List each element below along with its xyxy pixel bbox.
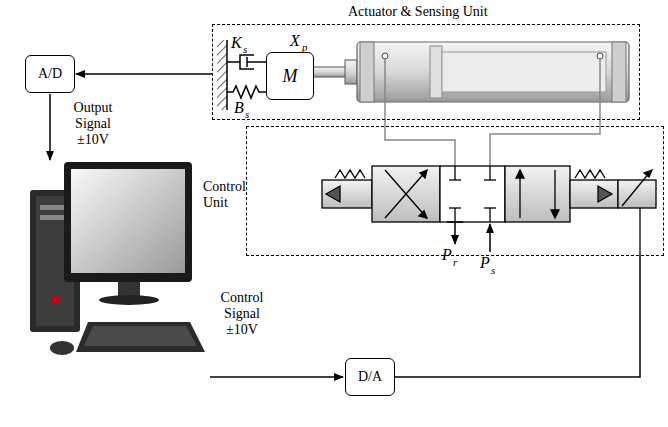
signal-arrow [210, 376, 343, 378]
port-mark [447, 221, 463, 223]
directional-valve [322, 166, 656, 256]
unit-region: Control Unit [246, 126, 664, 256]
subscript: r [453, 256, 457, 269]
hydraulic-cylinder [345, 42, 629, 102]
unit-region: Actuator & Sensing UnitM [212, 24, 640, 120]
signal-arrow [49, 94, 51, 160]
port-symbol: P [442, 246, 452, 264]
parameter-symbol: K [231, 34, 242, 52]
subscript: s [243, 43, 247, 56]
region-heading: Actuator & Sensing Unit [348, 4, 488, 20]
subscript: p [302, 41, 308, 54]
hydraulic-line [385, 59, 600, 166]
box-label: M [283, 66, 298, 87]
supply-port [489, 224, 491, 252]
signal-label: Output Signal ±10V [66, 100, 120, 148]
parameter-symbol: X [290, 32, 300, 50]
wall [217, 40, 227, 110]
mass-box: M [266, 52, 314, 100]
converter-box: A/D [25, 55, 75, 93]
parameter-symbol: B [234, 99, 244, 117]
signal-connector [395, 256, 640, 377]
computer-icon [30, 162, 205, 355]
signal-connector [76, 73, 212, 75]
subscript: s [245, 108, 249, 121]
port-symbol: P [480, 254, 490, 272]
return-port [454, 222, 456, 244]
box-label: D/A [358, 369, 382, 385]
damper-symbol [227, 55, 266, 69]
box-label: A/D [38, 66, 62, 82]
spring-symbol [227, 86, 266, 98]
region-heading: Control Unit [203, 179, 249, 211]
signal-label: Control Signal ±10V [212, 290, 272, 338]
converter-box: D/A [345, 358, 395, 396]
subscript: s [491, 264, 495, 277]
